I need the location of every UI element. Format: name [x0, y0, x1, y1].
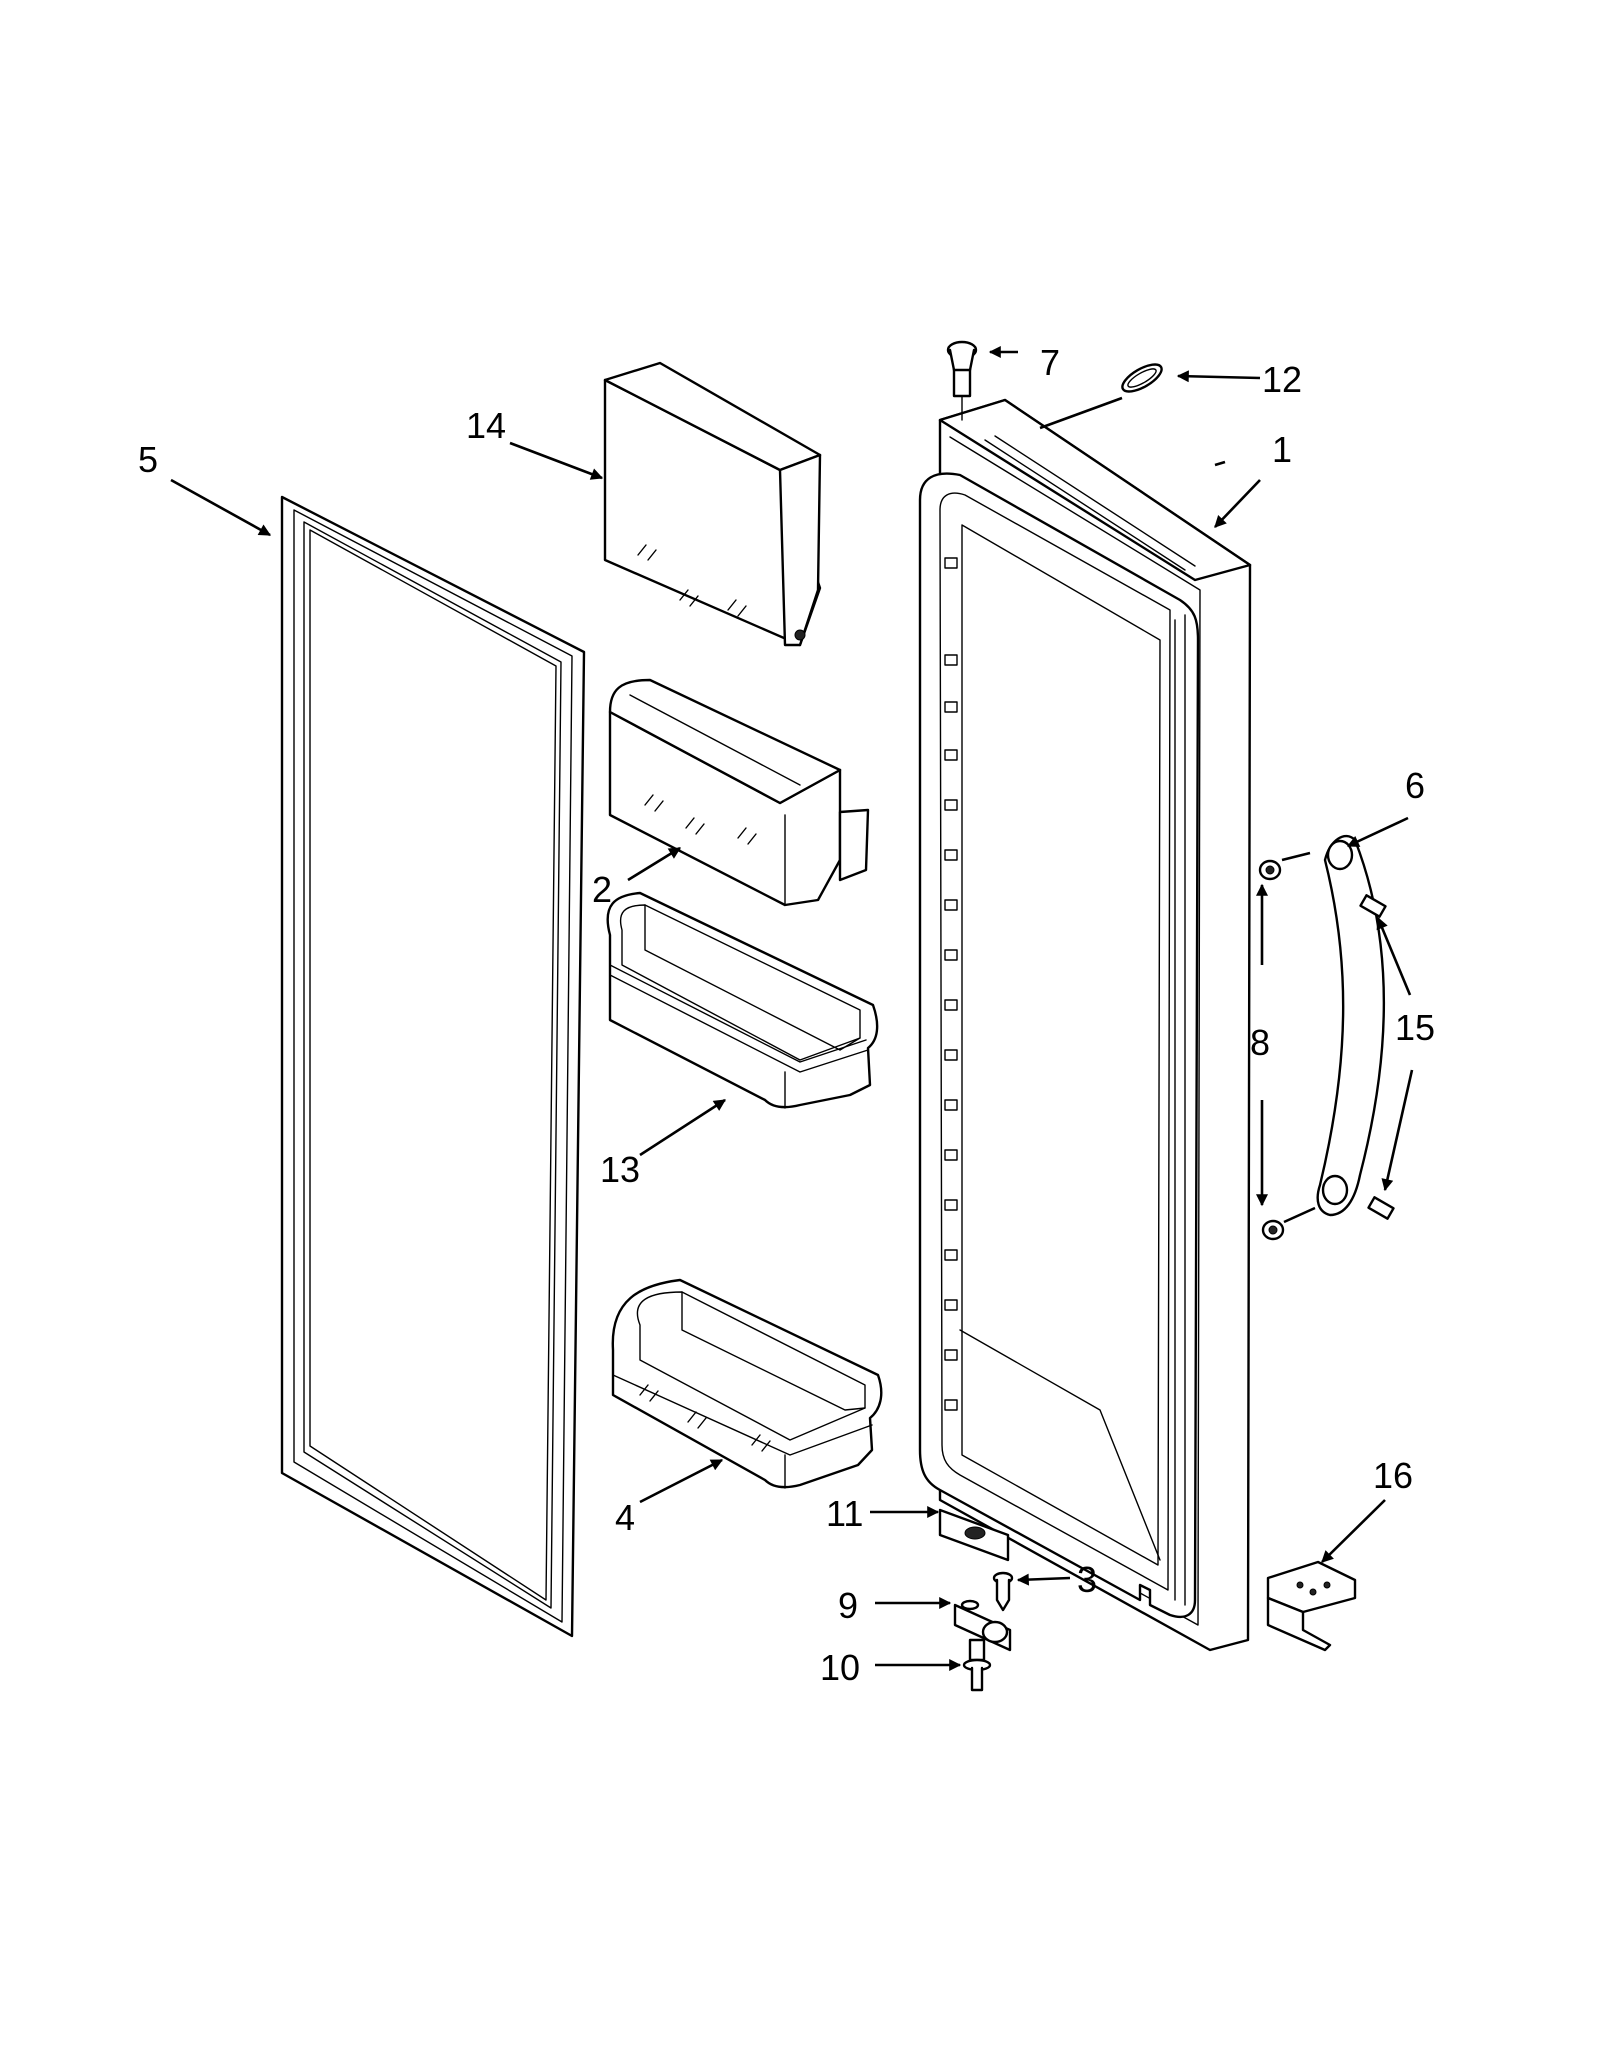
shelf-clips [944, 557, 958, 1411]
callout-7: 7 [1040, 342, 1060, 383]
callout-5: 5 [138, 439, 158, 480]
leader-lines [170, 346, 1414, 1671]
top-hinge-pin [946, 340, 978, 421]
callout-10: 10 [820, 1647, 860, 1688]
door-bin-top [603, 361, 822, 647]
callout-2: 2 [592, 869, 612, 910]
callout-16: 16 [1373, 1455, 1413, 1496]
callout-12: 12 [1262, 359, 1302, 400]
door-bin-bottom [611, 1278, 883, 1489]
callout-3: 3 [1077, 1559, 1097, 1600]
screw [992, 1571, 1014, 1612]
set-screws [1359, 894, 1395, 1220]
callout-11: 11 [826, 1493, 863, 1534]
door-assembly [918, 398, 1252, 1652]
hinge-cover [1266, 1560, 1357, 1652]
o-ring [1121, 363, 1163, 393]
callout-6: 6 [1405, 765, 1425, 806]
door-handle [1316, 834, 1386, 1217]
hinge-pin-bolt [962, 1638, 992, 1692]
callout-4: 4 [615, 1497, 635, 1538]
callout-13: 13 [600, 1149, 640, 1190]
callout-labels: 5 14 1 7 12 6 8 15 2 13 4 11 3 9 10 16 [138, 342, 1435, 1688]
hinge-cam [953, 1599, 1012, 1652]
callout-1: 1 [1272, 429, 1292, 470]
handle-mount-nuts [1258, 859, 1285, 1241]
hinge-bracket [938, 1508, 1010, 1562]
door-gasket [280, 495, 586, 1638]
callout-14: 14 [466, 405, 506, 446]
callout-9: 9 [838, 1585, 858, 1626]
callout-15: 15 [1395, 1007, 1435, 1048]
door-bin-middle [608, 678, 870, 907]
door-bin-open [606, 891, 879, 1109]
callout-8: 8 [1250, 1022, 1270, 1063]
